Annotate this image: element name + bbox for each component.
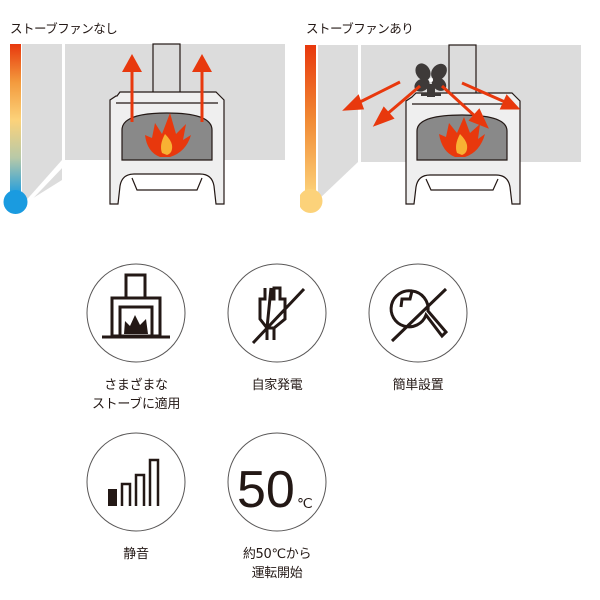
chimney — [448, 44, 477, 98]
signal-bars-icon — [86, 432, 186, 532]
panel-without-fan: ストーブファンなし — [0, 0, 300, 220]
panel-with-fan: ストーブファンあり — [300, 0, 600, 220]
fireplace-icon — [86, 263, 186, 363]
svg-text:℃: ℃ — [297, 495, 313, 511]
stove-with-fan-illustration — [300, 44, 581, 213]
no-tool-icon — [368, 263, 468, 363]
stove-fan-icon — [414, 63, 447, 97]
feature-label: 静音 — [123, 547, 149, 562]
side-wall — [318, 45, 358, 200]
thermometer-bulb-cold — [3, 190, 28, 214]
feature-label: 自家発電 — [251, 378, 303, 393]
feature-label: さまざまな ストーブに適用 — [91, 378, 181, 412]
temperature-50c-icon: 50 ℃ — [227, 432, 327, 532]
no-plug-icon — [227, 263, 327, 363]
chimney — [152, 43, 181, 97]
side-wall — [22, 44, 62, 205]
flame-icon — [145, 113, 191, 157]
feature-label: 約50℃から 運転開始 — [242, 547, 312, 581]
feature-label: 簡単設置 — [392, 378, 444, 393]
svg-text:50: 50 — [237, 461, 295, 519]
heat-arrows-spread — [342, 80, 521, 129]
thermometer-bulb-warm — [300, 189, 323, 213]
panel-title-without-fan: ストーブファンなし — [10, 21, 118, 36]
thermometer-bar — [305, 45, 316, 195]
stove-without-fan-illustration — [3, 43, 285, 214]
panel-title-with-fan: ストーブファンあり — [306, 21, 414, 36]
thermometer-bar — [10, 44, 21, 196]
